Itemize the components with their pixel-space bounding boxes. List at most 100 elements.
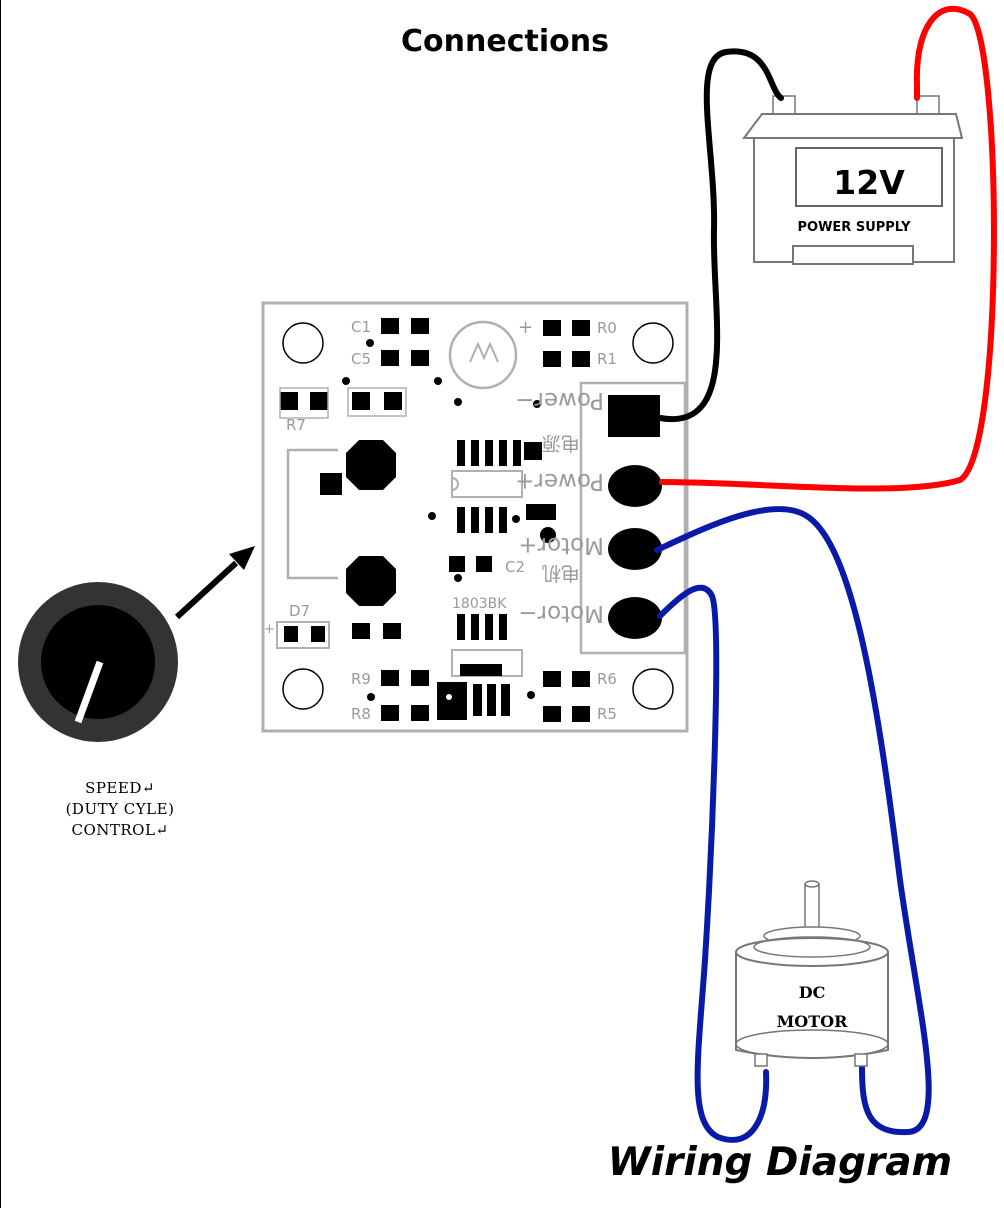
pad-misc-a	[352, 392, 370, 410]
via-dot	[434, 377, 442, 385]
pwm-board: C1 C5 R0 R1 + R7	[261, 301, 689, 733]
mount-hole-tl	[282, 322, 324, 364]
battery-label-box	[795, 147, 943, 207]
pad-c1-b	[411, 318, 429, 334]
motor-top-ring	[753, 936, 871, 958]
ic1-pin	[471, 507, 479, 533]
ic1-pin	[499, 440, 507, 466]
pad-c1-a	[381, 318, 399, 334]
arrow-knob-to-board-line	[174, 560, 239, 620]
ic1-pin	[457, 507, 465, 533]
terminal-label-power-neg: Power−	[515, 387, 604, 413]
label-c1: C1	[351, 318, 371, 336]
wire-motor-negative	[657, 584, 770, 1143]
dc-motor: DC MOTOR	[735, 880, 889, 1067]
wire-power-positive	[659, 5, 997, 492]
pad-r8-a	[381, 705, 399, 721]
via-dot	[512, 515, 520, 523]
pad-r7-a	[280, 392, 298, 410]
transistor-leg	[487, 684, 496, 716]
motor-terminal-right	[854, 1053, 868, 1067]
transistor-leg	[473, 684, 482, 716]
battery-neg-symbol: −	[777, 111, 795, 136]
motor-label-line1: DC	[799, 983, 826, 1002]
knob-caption-line2: (DUTY CYLE)	[65, 800, 175, 818]
label-r6: R6	[597, 670, 617, 688]
pad-small	[524, 442, 542, 460]
pad-r1-b	[572, 351, 590, 367]
thermistor-icon	[469, 341, 499, 363]
battery-lid	[742, 113, 964, 139]
via-dot	[428, 512, 436, 520]
arrow-head	[229, 546, 255, 570]
motor-shaft-top	[804, 880, 820, 888]
pad-c2-b	[476, 556, 492, 572]
label-d7: D7	[289, 602, 310, 620]
pad-r0-b	[572, 320, 590, 336]
pad-r9-b	[411, 670, 429, 686]
ic1-pin	[499, 507, 507, 533]
pad-r0-a	[543, 320, 561, 336]
knob-caption-line3: CONTROL↵	[71, 821, 169, 839]
via-dot	[533, 400, 541, 408]
battery-label: POWER SUPPLY	[798, 220, 912, 235]
label-r5: R5	[597, 705, 617, 723]
ic2-pin	[457, 614, 465, 640]
motor-terminal-left	[754, 1053, 768, 1067]
ic1-pin	[513, 440, 521, 466]
via-dot	[342, 377, 350, 385]
mount-hole-bl	[282, 668, 324, 710]
knob-caption: SPEED↵ (DUTY CYLE) CONTROL↵	[20, 778, 220, 841]
pad-r5-b	[572, 706, 590, 722]
transistor-dot	[446, 694, 452, 700]
mount-hole-tr	[632, 322, 674, 364]
motor-shaft	[804, 883, 820, 933]
wire-power-negative	[657, 48, 784, 423]
terminal-label-power-pos: Power+	[515, 468, 604, 494]
terminal-power-neg	[608, 395, 660, 437]
ic2-bar	[460, 664, 502, 676]
motor-top	[735, 937, 889, 967]
via-dot-large	[540, 527, 556, 543]
via-dot	[454, 398, 462, 406]
ic1-pin	[457, 440, 465, 466]
ic2-pin	[499, 614, 507, 640]
pad-misc-d	[383, 623, 401, 639]
label-r0: R0	[597, 319, 617, 337]
battery-voltage: 12V	[833, 163, 905, 202]
label-r7: R7	[286, 416, 306, 434]
battery-pos-symbol: +	[915, 113, 935, 141]
motor-body	[735, 952, 889, 1059]
pad-r6-b	[572, 671, 590, 687]
terminal-label-motor-pos: Motor+	[518, 532, 604, 558]
via-dot	[366, 339, 374, 347]
pad-d7-b	[311, 626, 325, 642]
pad-r9-a	[381, 670, 399, 686]
pad-rect	[526, 504, 556, 520]
knob-indicator	[74, 660, 104, 724]
label-r8: R8	[351, 705, 371, 723]
label-r1: R1	[597, 350, 617, 368]
pad-r8-b	[411, 705, 429, 721]
inductor-bracket	[286, 448, 338, 580]
chip-marking: 1803BK	[452, 596, 507, 612]
motor-bottom-ring	[735, 1029, 889, 1059]
battery-base	[792, 245, 914, 265]
ic2-pin	[485, 614, 493, 640]
page-border	[0, 0, 1, 1208]
speed-knob	[18, 582, 178, 742]
label-plus: +	[518, 317, 533, 338]
terminal-label-motor-neg: Motor−	[518, 600, 604, 626]
diagram-footer-title: Wiring Diagram	[607, 1140, 953, 1185]
ic1-outline	[451, 470, 523, 498]
battery-12v: − + 12V POWER SUPPLY	[742, 95, 964, 265]
r7-outline	[279, 387, 329, 419]
pad-c2-a	[449, 556, 465, 572]
misc-outline	[347, 387, 407, 417]
cn-label-power: 电源	[542, 432, 580, 454]
d7-outline	[276, 621, 330, 649]
motor-label-line2: MOTOR	[777, 1012, 848, 1031]
wire-motor-positive	[654, 506, 932, 1136]
cn-label-motor: 电机	[542, 562, 580, 584]
